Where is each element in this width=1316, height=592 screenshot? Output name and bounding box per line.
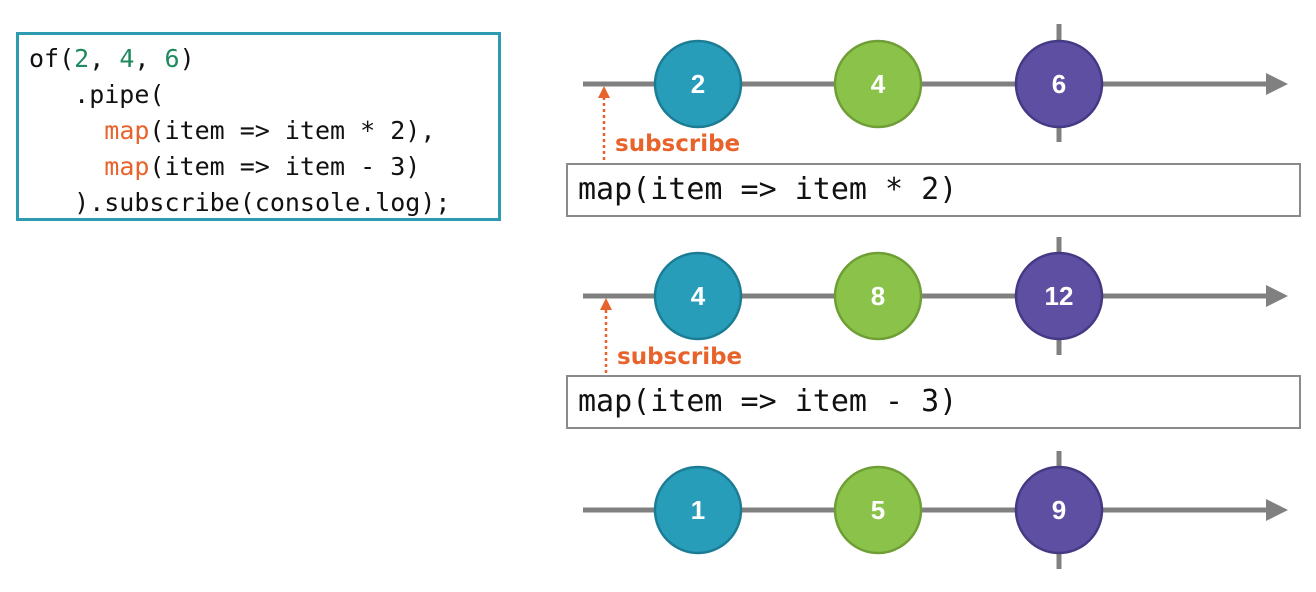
code-token: ) — [179, 44, 195, 73]
code-token: (item => item * 2), — [149, 116, 436, 145]
code-line-4: map(item => item - 3) — [29, 149, 420, 185]
marble-value: 8 — [871, 281, 885, 311]
code-token: , — [89, 44, 120, 73]
arrow-up-icon — [600, 298, 612, 310]
arrowhead-icon — [1266, 499, 1288, 521]
code-line-3: map(item => item * 2), — [29, 113, 435, 149]
subscribe-arrow — [600, 298, 612, 373]
marble: 8 — [833, 251, 923, 341]
operator-label: map(item => item - 3) — [578, 384, 958, 419]
code-token: of( — [29, 44, 75, 73]
marble: 5 — [833, 465, 923, 555]
code-token: 2 — [74, 44, 90, 73]
marble: 1 — [653, 465, 743, 555]
code-line-2: .pipe( — [29, 77, 164, 113]
operator-box-map-double: map(item => item * 2) — [566, 163, 1301, 217]
code-token: ).subscribe(console.log); — [29, 188, 451, 217]
code-token: 4 — [119, 44, 135, 73]
marble: 9 — [1014, 465, 1104, 555]
marble-value: 6 — [1052, 69, 1066, 99]
marble: 2 — [653, 39, 743, 129]
marble-value: 1 — [691, 495, 705, 525]
marble-value: 9 — [1052, 495, 1066, 525]
marble: 12 — [1014, 251, 1104, 341]
marble-value: 12 — [1045, 281, 1074, 311]
code-line-1: of(2, 4, 6) — [29, 41, 195, 77]
subscribe-arrow — [598, 86, 610, 160]
code-token: map — [104, 152, 150, 181]
code-token: , — [134, 44, 165, 73]
marble-value: 4 — [871, 69, 886, 99]
marble: 6 — [1014, 39, 1104, 129]
code-token: (item => item - 3) — [149, 152, 421, 181]
code-line-5: ).subscribe(console.log); — [29, 185, 450, 221]
code-token: 6 — [164, 44, 180, 73]
code-token: .pipe( — [29, 80, 165, 109]
arrowhead-icon — [1266, 285, 1288, 307]
arrow-up-icon — [598, 86, 610, 98]
operator-box-map-subtract: map(item => item - 3) — [566, 375, 1301, 429]
subscribe-label-2: subscribe — [617, 344, 743, 370]
marble-value: 5 — [871, 495, 885, 525]
operator-label: map(item => item * 2) — [578, 172, 958, 207]
marble: 4 — [653, 251, 743, 341]
arrowhead-icon — [1266, 73, 1288, 95]
marble-value: 4 — [691, 281, 706, 311]
code-token: map — [104, 116, 150, 145]
marble-value: 2 — [691, 69, 705, 99]
subscribe-label-1: subscribe — [615, 131, 741, 157]
marble: 4 — [833, 39, 923, 129]
code-panel: of(2, 4, 6) .pipe( map(item => item * 2)… — [16, 32, 501, 221]
